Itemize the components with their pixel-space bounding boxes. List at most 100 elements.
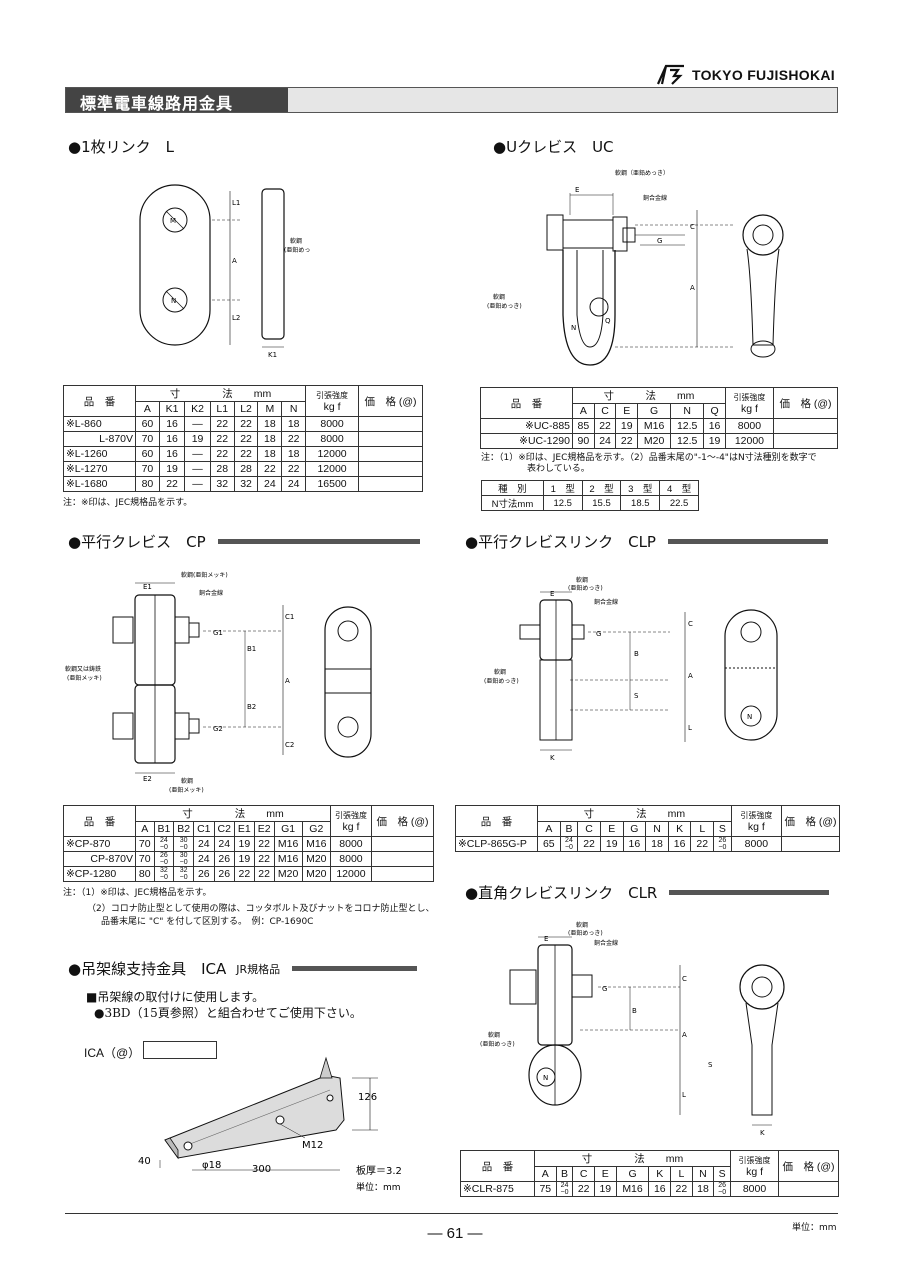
table-cell: 22 <box>158 476 186 492</box>
cp-col-header: G2 <box>301 821 331 837</box>
section-heading-cp: ●平行クレビス CP <box>68 531 420 552</box>
clp-col-header: K <box>667 821 692 837</box>
table-cell: 22 <box>209 416 235 432</box>
table-cell: 16500 <box>305 476 359 492</box>
cp-dim-g2: G2 <box>213 725 223 733</box>
cp-note-3: 品番末尾に "C" を付して区別する。 例：CP-1690C <box>101 917 314 927</box>
clr-dim-k: K <box>760 1129 765 1137</box>
cp-h-dim: 寸 法 mm <box>135 805 331 822</box>
table-cell: ※L-1270 <box>63 461 136 477</box>
table-cell: 60 <box>135 446 160 462</box>
clp-col-header: C <box>577 821 601 837</box>
table-cell: M16 <box>273 851 303 867</box>
clp-col-header: L <box>690 821 715 837</box>
brand-name: TOKYO FUJISHOKAI <box>691 67 835 83</box>
table-cell: 12000 <box>305 461 359 477</box>
type-value-cell: 12.5 <box>542 495 583 511</box>
table-cell: 60 <box>135 416 160 432</box>
l-label-steel: 軟鋼 <box>290 237 302 245</box>
ica-drawing: 126 40 φ18 300 M12 板厚＝3.2 単位：mm <box>138 1056 402 1193</box>
cp-dim-e2: E2 <box>143 775 152 783</box>
cp-col-header: A <box>135 821 155 837</box>
price-cell <box>773 418 838 434</box>
uc-h-dim: 寸 法 mm <box>572 387 726 404</box>
footer-rule <box>65 1213 838 1214</box>
table-cell: 8000 <box>305 416 359 432</box>
clr-label-steel2: 軟鋼 <box>488 1031 500 1039</box>
uc-col-header: Q <box>703 403 726 419</box>
table-cell: 80 <box>135 476 160 492</box>
table-cell: ※L-1260 <box>63 446 136 462</box>
cp-label-steel2p: (亜鉛メッキ) <box>169 786 204 794</box>
uc-h-hin: 品 番 <box>480 387 573 419</box>
section-heading-clp: ●平行クレビスリンク CLP <box>465 531 828 552</box>
cp-dim-c1: C1 <box>285 613 294 621</box>
clr-dim-l: L <box>682 1091 686 1099</box>
table-cell: 24 <box>281 476 307 492</box>
uc-note-2: 表わしている。 <box>527 464 590 474</box>
l-col-header: K2 <box>184 401 211 417</box>
clp-dim-a: A <box>688 672 693 680</box>
table-cell: 22 <box>233 446 259 462</box>
price-cell <box>358 431 423 447</box>
l-label-m: M <box>170 217 176 225</box>
clr-dim-g: G <box>602 985 607 993</box>
clr-label-plating2: (亜鉛めっき) <box>480 1040 515 1048</box>
ica-price-label: ICA（@） <box>84 1046 141 1060</box>
uc-label-q: Q <box>605 317 611 325</box>
cp-dim-g1: G1 <box>213 629 223 637</box>
clp-col-header: G <box>622 821 647 837</box>
price-cell <box>358 476 423 492</box>
clp-col-header: E <box>599 821 624 837</box>
table-cell: 24 <box>257 476 283 492</box>
l-col-header: A <box>135 401 160 417</box>
clr-h-dim: 寸 法 mm <box>533 1150 732 1167</box>
l-dim-k1: K1 <box>268 351 277 359</box>
table-cell: 70 <box>135 836 155 852</box>
table-cell: 90 <box>572 433 595 449</box>
ica-dim-40: 40 <box>138 1156 151 1167</box>
cp-label-wire: 銅合金線 <box>199 589 223 597</box>
table-cell: 22 <box>593 418 617 434</box>
table-cell: ※L-860 <box>63 416 136 432</box>
clp-label-steel2: 軟鋼 <box>494 668 506 676</box>
cp-label-cast: 軟鋼又は鋳鉄 <box>65 665 101 673</box>
type-value-cell: 18.5 <box>620 495 661 511</box>
table-cell: 24 <box>593 433 617 449</box>
uc-col-header: N <box>670 403 705 419</box>
uc-col-header: E <box>615 403 639 419</box>
table-cell: 26 <box>193 866 215 882</box>
l-label-plating: (亜鉛めっき) <box>284 246 310 254</box>
table-cell: 22 <box>281 431 307 447</box>
l-h-hin: 品 番 <box>63 385 136 417</box>
table-cell: 22 <box>209 446 235 462</box>
clr-col-header: L <box>670 1166 693 1182</box>
l-label-n: N <box>171 297 176 305</box>
footer-unit: 単位：mm <box>792 1223 837 1233</box>
price-cell <box>773 433 838 449</box>
type-header-cell: 4 型 <box>659 480 699 496</box>
clp-h-hin: 品 番 <box>455 805 538 837</box>
table-cell: 8000 <box>305 431 359 447</box>
table-cell: 12000 <box>724 433 775 449</box>
page-number: — 61 — <box>427 1225 483 1242</box>
l-dim-l1: L1 <box>232 199 240 207</box>
table-cell: 26 <box>213 851 235 867</box>
clp-dim-s: S <box>634 692 639 700</box>
price-cell <box>358 416 423 432</box>
clr-col-header: S <box>713 1166 732 1182</box>
clr-col-header: A <box>534 1166 557 1182</box>
clr-col-header: K <box>648 1166 672 1182</box>
uc-label-steel2: 軟鋼 <box>493 293 505 301</box>
table-cell: 8000 <box>724 418 775 434</box>
cp-h-hin: 品 番 <box>63 805 136 837</box>
ica-thickness: 板厚＝3.2 <box>356 1164 402 1177</box>
clr-heading-rule <box>669 890 830 895</box>
